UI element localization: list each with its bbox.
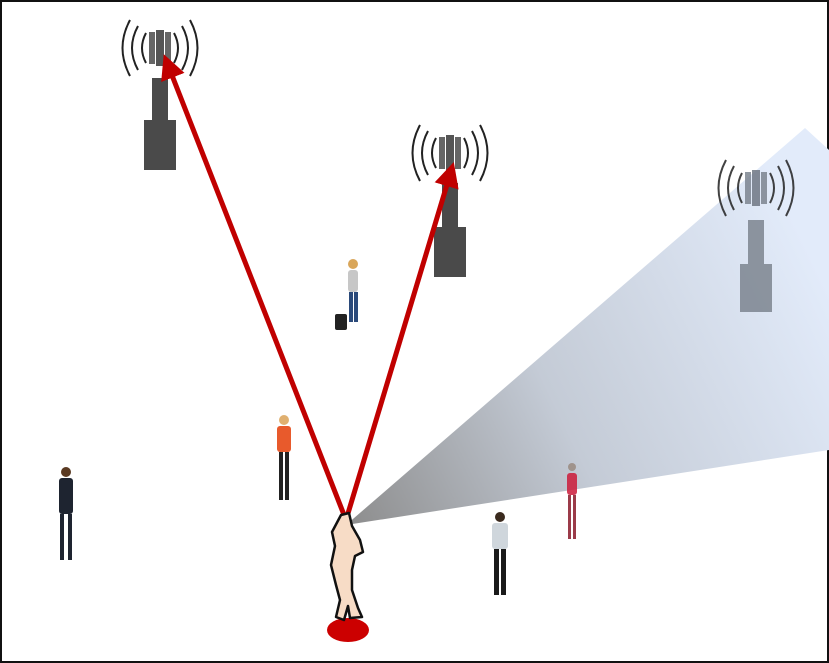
cell-tower-icon [717,159,795,312]
pedestrian [277,415,291,500]
pedestrian [567,463,577,539]
cell-tower-icon [411,124,489,277]
user-location-marker [327,618,369,642]
pedestrian [59,467,73,560]
pedestrian [492,512,508,595]
signal-beam [346,128,829,525]
signal-arrow [343,162,459,521]
cell-tower-icon [121,19,199,170]
user-figure [329,511,365,622]
signal-arrow [161,54,349,521]
pedestrian [335,259,358,330]
